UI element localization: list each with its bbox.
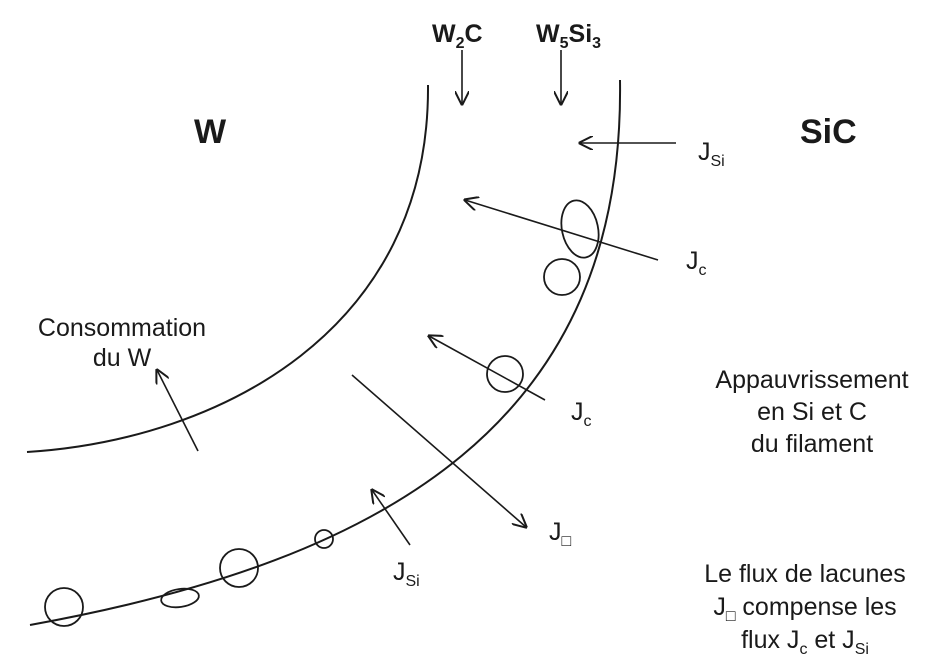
j-si-bottom-label: JSi	[393, 558, 420, 590]
sic-region-label: SiC	[800, 113, 857, 151]
sic-interface-curve	[29, 79, 622, 626]
vacancy-bubble	[560, 199, 600, 259]
depletion-line-1: Appauvrissement	[715, 366, 908, 394]
vacancy-bubble	[219, 548, 259, 588]
j-vacancy-arrow	[351, 374, 526, 527]
j-si-bottom-arrow	[372, 490, 411, 546]
j-c-upper-label: Jc	[686, 247, 707, 279]
vacancy-bubble	[44, 587, 84, 627]
j-si-top-label: JSi	[698, 138, 725, 170]
j-c-lower-arrow	[429, 336, 546, 401]
w-region-label: W	[194, 113, 227, 151]
vacancy-bubble	[314, 529, 334, 549]
consumption-line-2: du W	[93, 344, 152, 372]
w5si3-phase-label: W5Si3	[536, 20, 601, 52]
j-c-lower-label: Jc	[571, 398, 592, 430]
depletion-line-2: en Si et C	[757, 398, 867, 426]
j-vacancy-label: J□	[549, 518, 572, 550]
vacancy-note-line-2: J□ compense les	[713, 593, 896, 625]
vacancy-note-line-1: Le flux de lacunes	[704, 560, 906, 588]
vacancy-bubble	[160, 587, 200, 609]
w2c-phase-label: W2C	[432, 20, 483, 52]
vacancy-note-line-3: flux Jc et JSi	[741, 626, 869, 658]
w-core-interface-curve	[26, 84, 430, 453]
w-consumption-arrow	[157, 370, 199, 452]
vacancy-bubble	[543, 258, 581, 296]
consumption-line-1: Consommation	[38, 314, 206, 342]
depletion-line-3: du filament	[751, 430, 873, 458]
vacancy-bubble	[486, 355, 524, 393]
